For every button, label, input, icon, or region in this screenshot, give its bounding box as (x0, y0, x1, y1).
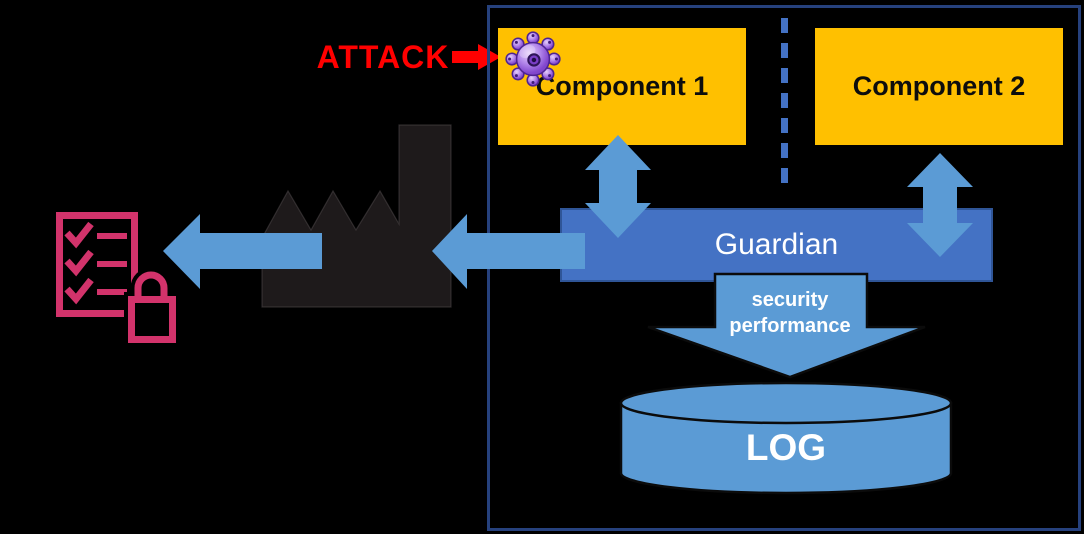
double-arrow-component1-icon (585, 135, 651, 238)
component-2-label: Component 2 (852, 71, 1026, 101)
dashed-divider-line (781, 18, 788, 186)
component-2-box: Component 2 (815, 28, 1063, 145)
log-label: LOG (745, 427, 827, 468)
checkmark-3 (64, 277, 94, 305)
checkmark-2 (64, 249, 94, 277)
lock-shackle (134, 271, 168, 300)
left-arrow-guardian-to-factory-icon (432, 214, 585, 289)
output-flow-arrows (163, 214, 585, 289)
cylinder-top (619, 381, 953, 425)
lock-body (128, 296, 176, 343)
document-outline (56, 212, 138, 317)
double-arrow-component2-icon (907, 153, 973, 257)
security-label-line1: security (751, 289, 829, 311)
component-1-label: Component 1 (535, 71, 709, 101)
checklist-lock-icon (56, 212, 180, 347)
log-database-cylinder (619, 381, 953, 495)
guardian-label: Guardian (714, 228, 839, 261)
checklist-document (56, 212, 138, 317)
component-guardian-arrows (585, 135, 973, 257)
down-arrow-shape (647, 272, 926, 379)
left-arrow-factory-to-audit-icon (163, 214, 322, 289)
virus-center-dot (531, 57, 537, 63)
security-label-line2: performance (729, 315, 851, 337)
security-performance-label: security performance (648, 287, 932, 339)
lock-icon (128, 271, 176, 343)
virus-spikes (505, 31, 561, 87)
checkmark-1 (64, 221, 94, 249)
virus-spike-tips (508, 34, 558, 84)
virus-icon (505, 31, 561, 87)
cylinder-body (619, 401, 953, 495)
attack-label: ATTACK (316, 39, 450, 75)
security-performance-arrow (647, 272, 926, 379)
